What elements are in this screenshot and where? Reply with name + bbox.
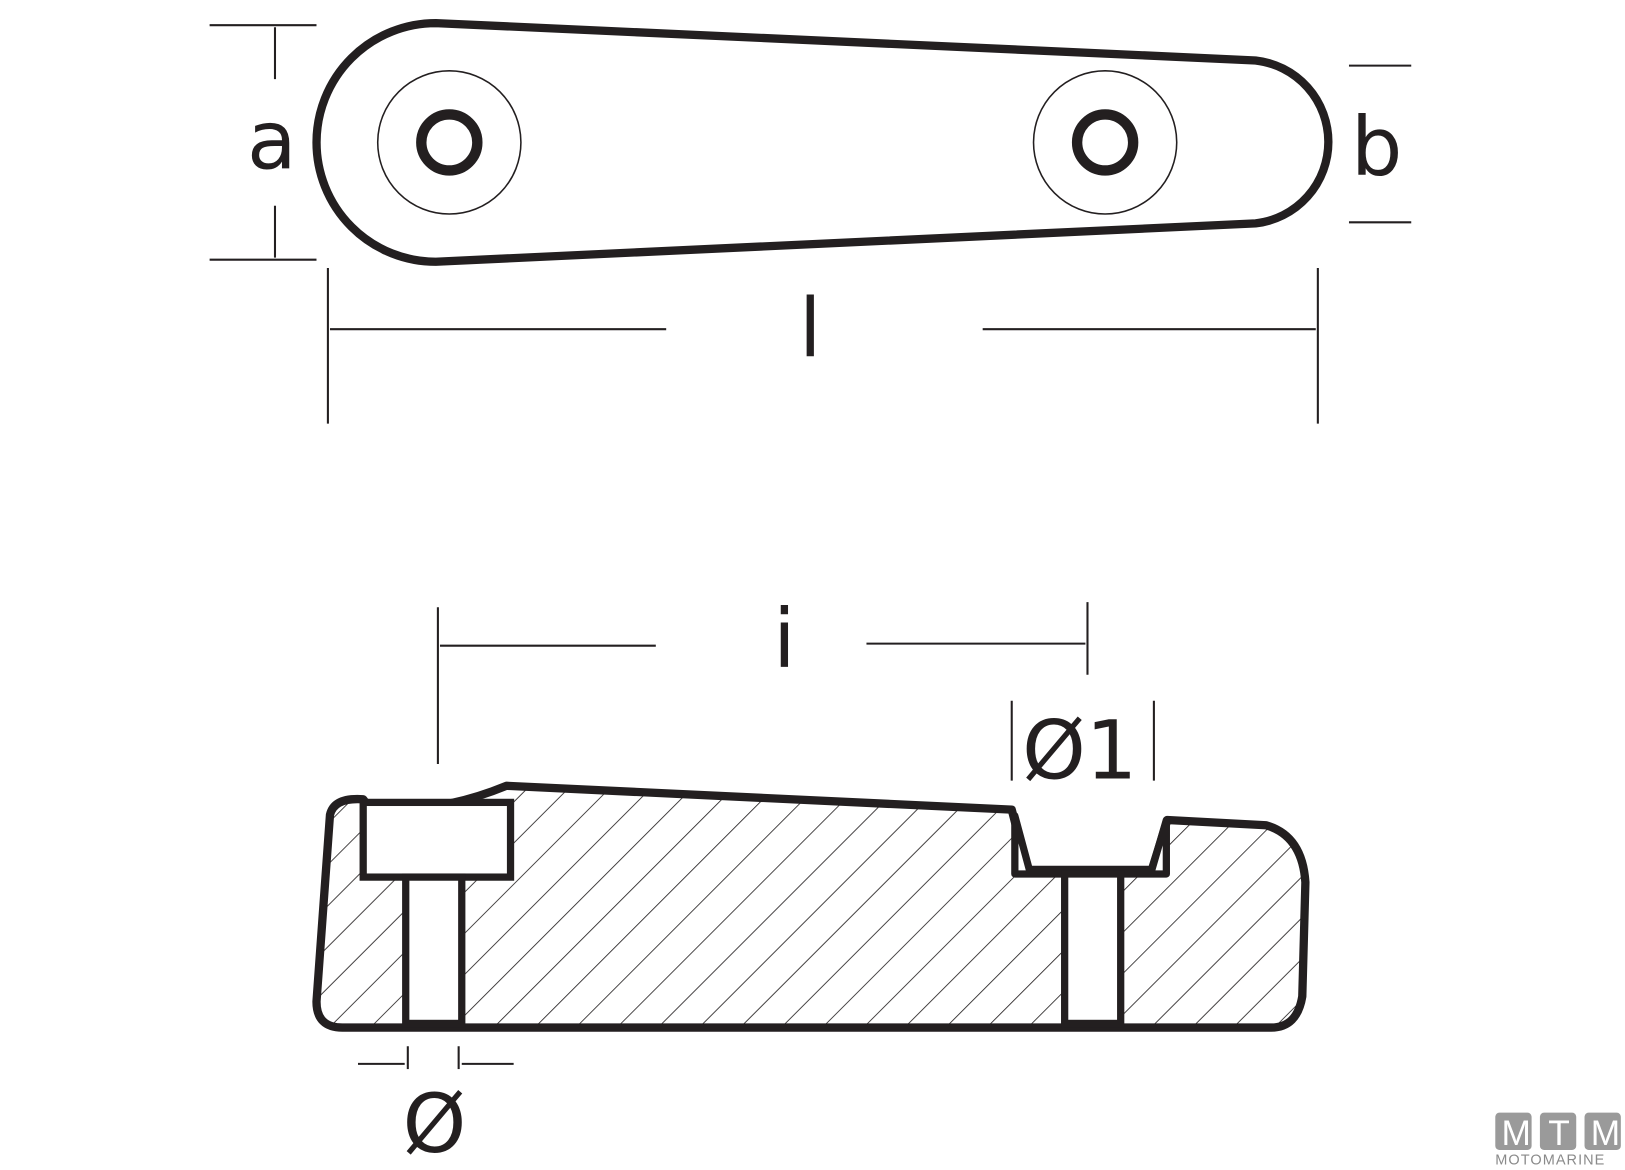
motomarine-logo: M T M MOTOMARINE [1495,1112,1621,1169]
left-pocket [359,798,515,881]
side-view [312,781,1310,1032]
dimension-a-label: a [247,94,297,188]
right-counterbore [1032,70,1178,215]
top-view [312,18,1333,266]
dimension-d-label: Ø [403,1078,467,1170]
svg-text:M: M [1502,1114,1531,1153]
dimension-d1-label: Ø1 [1022,705,1137,799]
left-bolt-hole [402,873,466,1028]
dimension-lines [209,24,1412,1070]
left-hole [416,109,483,176]
right-hole [1071,109,1139,176]
left-counterbore [376,70,522,215]
svg-text:MOTOMARINE: MOTOMARINE [1495,1153,1605,1169]
top-outline [312,18,1333,266]
svg-text:M: M [1591,1114,1620,1153]
dimension-i-label: i [773,592,795,686]
dimension-b-label: b [1351,101,1402,195]
right-countersink [1011,812,1170,878]
right-bolt-hole [1061,870,1125,1028]
dimension-l-label: l [799,282,821,376]
svg-text:T: T [1548,1114,1570,1153]
